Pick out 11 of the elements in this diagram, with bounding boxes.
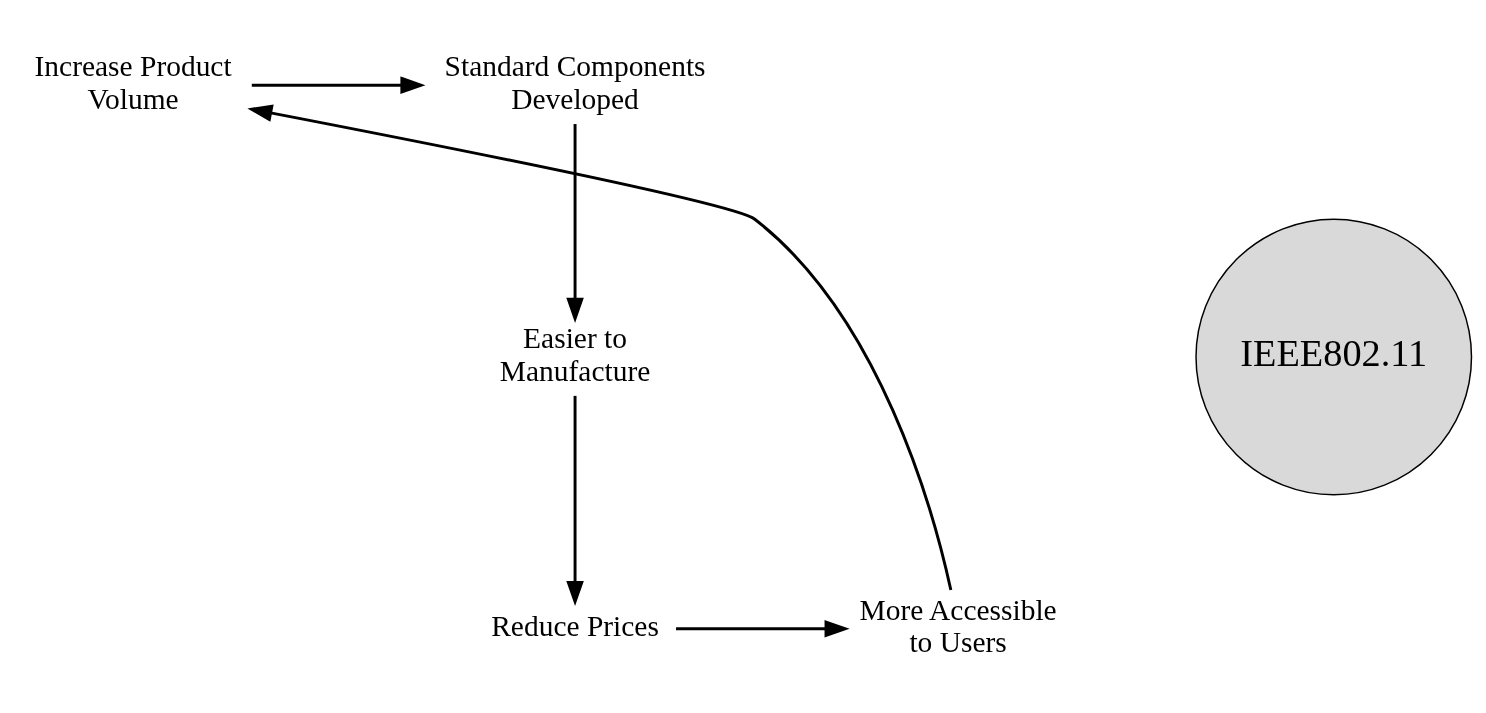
node-text: Increase Product Volume — [34, 49, 232, 115]
arrow — [251, 75, 426, 94]
arrow — [566, 395, 584, 606]
arrow — [676, 619, 850, 638]
node-text: Standard Components Developed — [444, 49, 706, 115]
arrow — [247, 104, 953, 590]
arrow — [566, 123, 584, 323]
node-circle: IEEE802.11 — [1195, 218, 1473, 495]
node-text: Easier to Manufacture — [499, 321, 651, 387]
node-text: More Accessible to Users — [859, 593, 1057, 658]
node-text: Reduce Prices — [491, 609, 659, 642]
